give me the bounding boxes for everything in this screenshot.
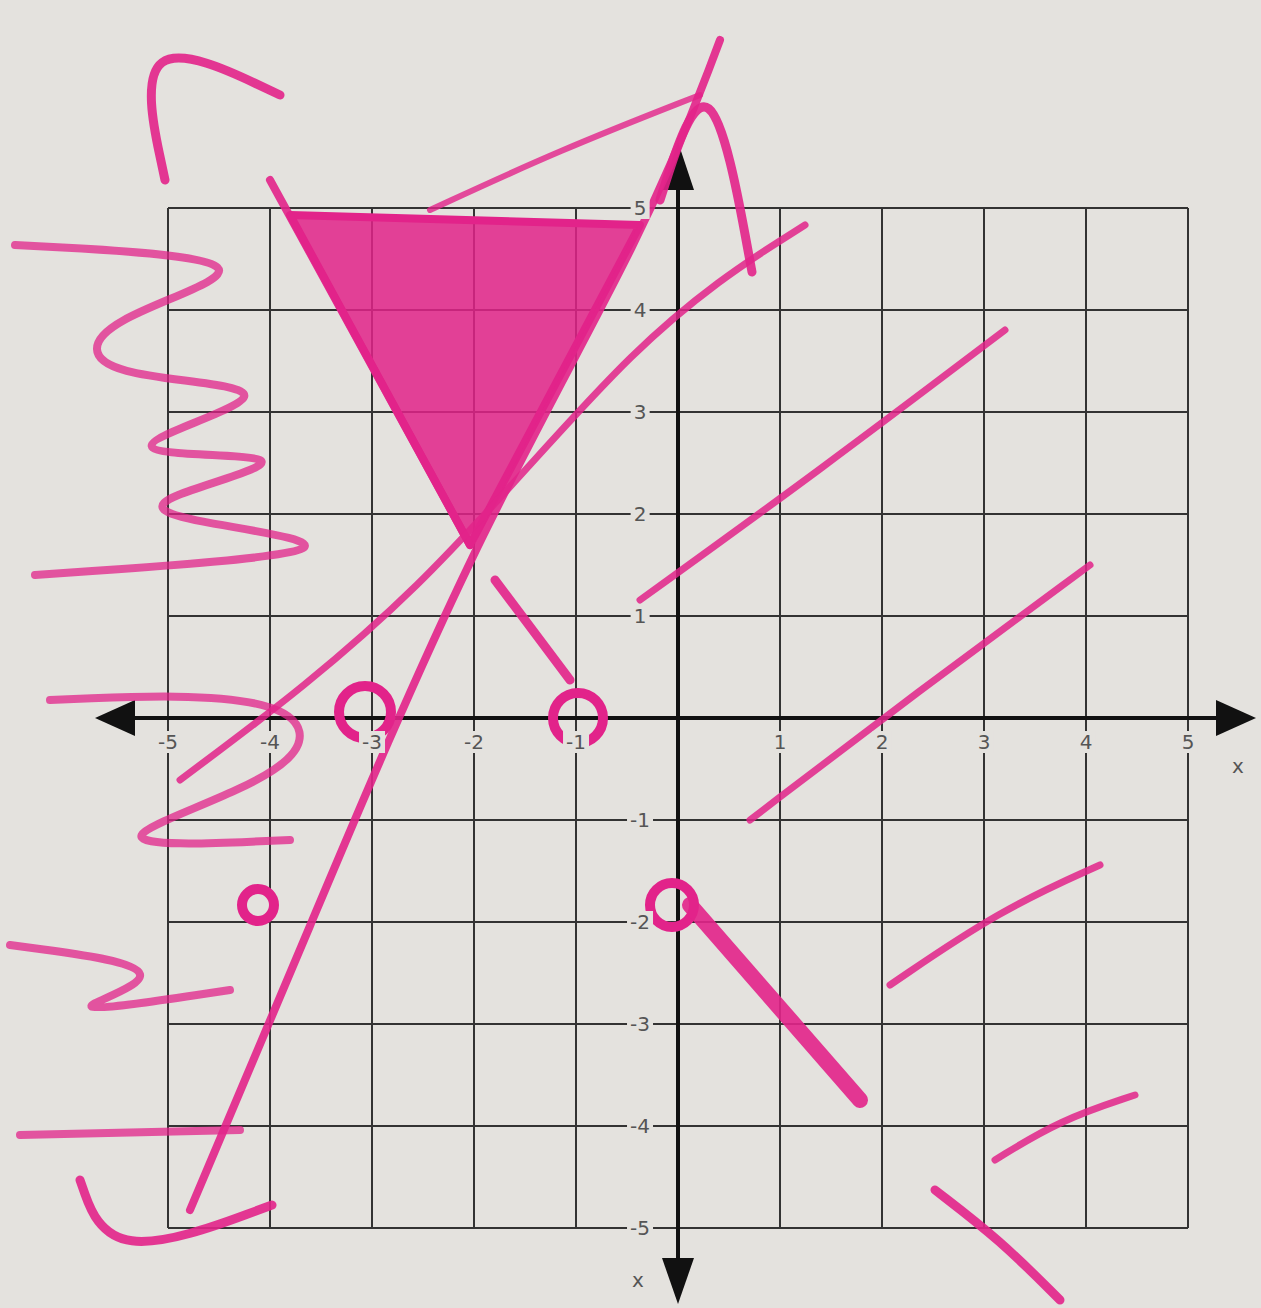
tick-label: 4	[631, 299, 650, 321]
tick-label: 2	[631, 503, 650, 525]
tick-label: 5	[631, 197, 650, 219]
tick-label: 3	[631, 401, 650, 423]
tick-label: -1	[563, 731, 589, 753]
marker-stroke	[495, 580, 570, 680]
marker-stroke	[690, 905, 860, 1100]
axis-name: x	[1229, 755, 1247, 777]
tick-label: -5	[155, 731, 181, 753]
tick-label: -1	[627, 809, 653, 831]
axes	[95, 142, 1256, 1304]
tick-label: -3	[627, 1013, 653, 1035]
marker-stroke	[935, 1190, 1060, 1300]
axis-arrowhead	[662, 1258, 694, 1304]
marker-stroke	[80, 1180, 272, 1241]
tick-label: 1	[771, 731, 790, 753]
tick-label: 5	[1179, 731, 1198, 753]
tick-label: -2	[461, 731, 487, 753]
marker-stroke	[270, 180, 470, 545]
tick-label: -5	[627, 1217, 653, 1239]
marker-stroke	[660, 107, 752, 272]
plotted-point	[242, 889, 274, 921]
marker-stroke	[995, 1095, 1135, 1160]
marker-stroke	[10, 945, 230, 1007]
marker-stroke	[180, 225, 805, 780]
marker-stroke	[15, 245, 305, 575]
marker-stroke	[20, 1130, 240, 1135]
shaded-region	[290, 215, 640, 545]
axis-arrowhead	[95, 700, 135, 736]
marker-stroke	[640, 330, 1005, 600]
tick-label: 3	[975, 731, 994, 753]
tick-label: 4	[1077, 731, 1096, 753]
tick-label: -4	[257, 731, 283, 753]
tick-label: -4	[627, 1115, 653, 1137]
tick-label: -2	[627, 911, 653, 933]
marker-stroke	[890, 865, 1100, 985]
marker-stroke	[151, 58, 280, 180]
marker-stroke	[190, 40, 720, 1210]
tick-label: -3	[359, 731, 385, 753]
axis-name: x	[629, 1269, 647, 1291]
tick-label: 1	[631, 605, 650, 627]
marker-drawing	[10, 40, 1135, 1300]
marker-stroke	[750, 565, 1090, 820]
axis-arrowhead	[1216, 700, 1256, 736]
tick-label: 2	[873, 731, 892, 753]
